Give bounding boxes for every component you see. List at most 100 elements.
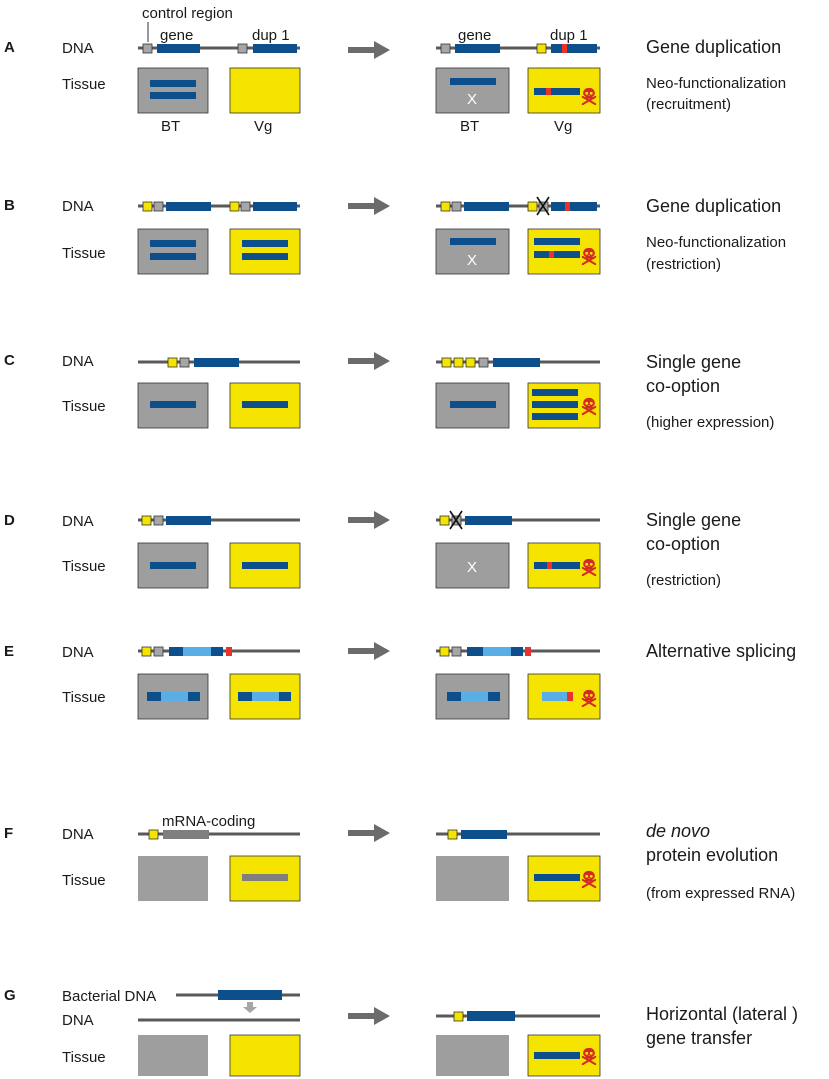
row-letter: G	[4, 987, 16, 1004]
row-letter: C	[4, 352, 15, 369]
vg-label: Vg	[554, 118, 572, 135]
row-d: D DNA Tissue X Single gene co-option (re…	[4, 510, 741, 589]
mechanism-title: Horizontal (lateral )	[646, 1004, 798, 1024]
mechanism-title: Gene duplication	[646, 196, 781, 216]
gene-block	[455, 44, 500, 53]
tissue-label: Tissue	[62, 1049, 106, 1066]
bt-tissue-box	[137, 228, 209, 275]
row-f: F DNA Tissue mRNA-coding de novo protein…	[4, 813, 795, 902]
protein-bar	[542, 692, 567, 701]
control-region	[465, 357, 476, 368]
mutation-mark	[547, 562, 552, 569]
control-region	[536, 43, 547, 54]
control-region-label: control region	[142, 5, 233, 22]
protein-bar	[242, 401, 288, 408]
dna-label: DNA	[62, 644, 94, 661]
protein-bar	[534, 88, 580, 95]
gene-block	[166, 202, 211, 211]
tissue-label: Tissue	[62, 76, 106, 93]
bt-tissue-box	[435, 228, 510, 275]
bt-label: BT	[460, 118, 479, 135]
mechanism-subtitle: (higher expression)	[646, 414, 774, 431]
mrna-coding-label: mRNA-coding	[162, 813, 255, 830]
control-region	[439, 646, 450, 657]
tissue-label: Tissue	[62, 245, 106, 262]
dna-label: DNA	[62, 198, 94, 215]
bt-tissue-box	[137, 67, 209, 114]
row-letter: F	[4, 825, 13, 842]
bt-tissue-box	[436, 1035, 509, 1076]
control-region	[527, 201, 538, 212]
control-region	[439, 515, 450, 526]
mechanism-subtitle: (from expressed RNA)	[646, 885, 795, 902]
gene-block	[166, 516, 211, 525]
mutation-mark	[549, 251, 554, 258]
gene-block	[465, 516, 512, 525]
mechanism-title: co-option	[646, 376, 720, 396]
x-mark: X	[467, 559, 477, 576]
protein-bar	[188, 692, 200, 701]
protein-bar	[488, 692, 500, 701]
gene-block	[194, 358, 239, 367]
gene-block	[467, 1011, 515, 1021]
transferred-gene-block	[218, 990, 282, 1000]
right-arrow-icon	[348, 352, 390, 370]
control-region	[440, 43, 451, 54]
x-mark: X	[467, 91, 477, 108]
gene-block	[493, 358, 540, 367]
protein-bar	[252, 692, 279, 701]
protein-bar	[242, 562, 288, 569]
mechanism-subtitle: (restriction)	[646, 572, 721, 589]
control-region	[440, 201, 451, 212]
deletion-cross	[449, 510, 463, 530]
mechanism-title: de novo	[646, 821, 710, 841]
control-region	[141, 515, 152, 526]
tissue-label: Tissue	[62, 558, 106, 575]
dup1-block	[551, 202, 597, 211]
control-region	[167, 357, 178, 368]
gene-block	[464, 202, 509, 211]
protein-bar	[279, 692, 291, 701]
dna-label: DNA	[62, 40, 94, 57]
protein-bar	[150, 80, 196, 87]
vg-label: Vg	[254, 118, 272, 135]
right-arrow-icon	[348, 642, 390, 660]
row-c: C DNA Tissue Single gene co-option (high…	[4, 352, 774, 431]
mechanism-title: Alternative splicing	[646, 641, 796, 661]
mechanism-subtitle: Neo-functionalization	[646, 234, 786, 251]
tissue-label: Tissue	[62, 872, 106, 889]
protein-bar	[534, 1052, 580, 1059]
row-a: A DNA Tissue control region gene dup 1 B…	[4, 5, 786, 135]
row-letter: E	[4, 643, 14, 660]
dna-label: DNA	[62, 513, 94, 530]
gene-label: gene	[458, 27, 491, 44]
dup1-block	[551, 44, 597, 53]
protein-bar	[534, 238, 580, 245]
rna-bar	[242, 874, 288, 881]
mechanism-title: protein evolution	[646, 845, 778, 865]
control-region	[148, 829, 159, 840]
control-region	[451, 646, 462, 657]
mrna-coding-block	[163, 830, 209, 839]
bt-label: BT	[161, 118, 180, 135]
protein-bar	[238, 692, 252, 701]
bacterial-dna-label: Bacterial DNA	[62, 988, 156, 1005]
control-region	[453, 1011, 464, 1022]
vg-tissue-box	[229, 67, 301, 114]
right-arrow-icon	[348, 1007, 390, 1025]
control-region	[478, 357, 489, 368]
bt-tissue-box	[435, 542, 510, 589]
bt-tissue-box	[435, 67, 510, 114]
exon-block	[183, 647, 211, 656]
mechanism-title: Single gene	[646, 352, 741, 372]
dup1-block	[253, 202, 297, 211]
mechanism-title: Single gene	[646, 510, 741, 530]
protein-bar	[532, 401, 578, 408]
dna-label: DNA	[62, 353, 94, 370]
dup1-label: dup 1	[252, 27, 290, 44]
tissue-label: Tissue	[62, 689, 106, 706]
exon-block	[169, 647, 183, 656]
gene-label: gene	[160, 27, 193, 44]
vg-tissue-box	[229, 228, 301, 275]
control-region	[441, 357, 452, 368]
